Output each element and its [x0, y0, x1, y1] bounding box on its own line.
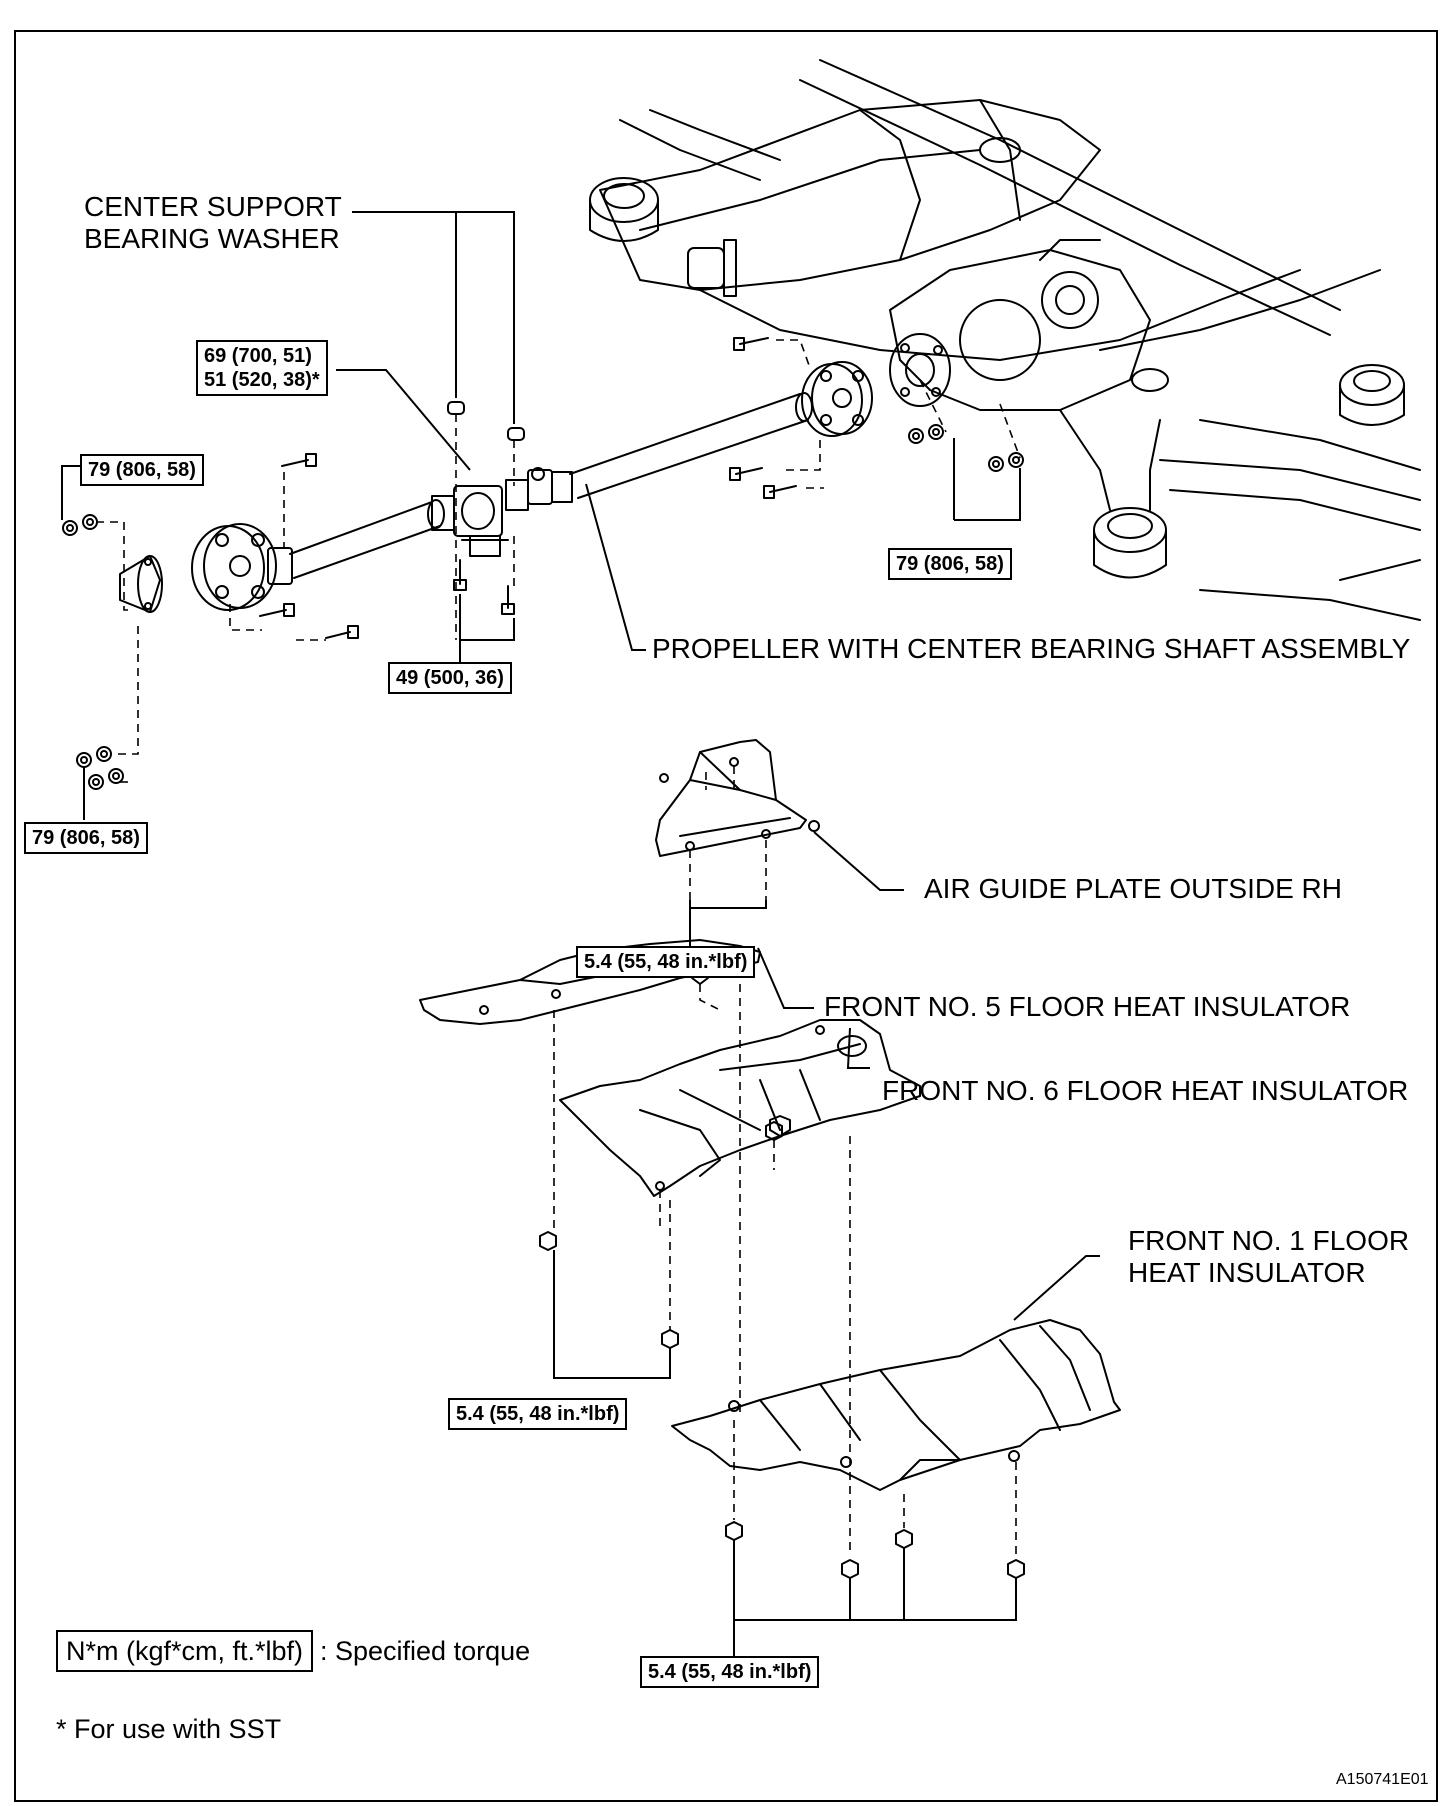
leader-lines — [61, 211, 1100, 1656]
label-center-support-line1: CENTER SUPPORT — [84, 191, 342, 222]
center-support-bearing — [453, 485, 509, 557]
diagram-frame — [14, 30, 1438, 1802]
label-front-no1-line2: HEAT INSULATOR — [1128, 1257, 1366, 1288]
torque-air-guide: 5.4 (55, 48 in.*lbf) — [576, 946, 756, 978]
torque-flange-line2: 51 (520, 38)* — [204, 369, 320, 391]
fasteners — [62, 337, 1024, 790]
label-front-no5-insulator: FRONT NO. 5 FLOOR HEAT INSULATOR — [824, 991, 1351, 1022]
legend-torque-text: : Specified torque — [320, 1636, 531, 1666]
air-guide-plate — [655, 739, 820, 857]
label-propeller-shaft: PROPELLER WITH CENTER BEARING SHAFT ASSE… — [652, 633, 1411, 664]
rear-flexible-coupling — [801, 361, 873, 437]
torque-center-bearing: 49 (500, 36) — [388, 662, 512, 694]
propeller-shaft-assembly — [119, 361, 873, 613]
label-front-no6-insulator: FRONT NO. 6 FLOOR HEAT INSULATOR — [882, 1075, 1409, 1106]
label-air-guide-plate: AIR GUIDE PLATE OUTSIDE RH — [924, 873, 1342, 904]
torque-flange-line1: 69 (700, 51) — [204, 345, 312, 367]
torque-insulator-bottom: 5.4 (55, 48 in.*lbf) — [640, 1656, 820, 1688]
torque-insulator-mid: 5.4 (55, 48 in.*lbf) — [448, 1398, 628, 1430]
legend-torque-unit-box: N*m (kgf*cm, ft.*lbf) — [56, 1630, 314, 1672]
footnote-sst: * For use with SST — [56, 1714, 282, 1744]
universal-joint — [505, 467, 573, 511]
torque-front-lower: 79 (806, 58) — [24, 822, 148, 854]
alignment-lines — [96, 339, 1021, 1558]
front-flexible-coupling — [119, 523, 293, 613]
torque-flange-box: 69 (700, 51) 51 (520, 38)* — [196, 340, 328, 396]
label-center-support-line2: BEARING WASHER — [84, 223, 340, 254]
front-no1-floor-heat-insulator — [671, 1319, 1121, 1491]
figure-code: A150741E01 — [1336, 1771, 1429, 1788]
insulator-nuts — [539, 1121, 1025, 1579]
rear-suspension-member — [589, 59, 1421, 621]
torque-rear-diff: 79 (806, 58) — [888, 548, 1012, 580]
torque-front-upper: 79 (806, 58) — [80, 454, 204, 486]
label-front-no1-line1: FRONT NO. 1 FLOOR — [1128, 1225, 1410, 1256]
